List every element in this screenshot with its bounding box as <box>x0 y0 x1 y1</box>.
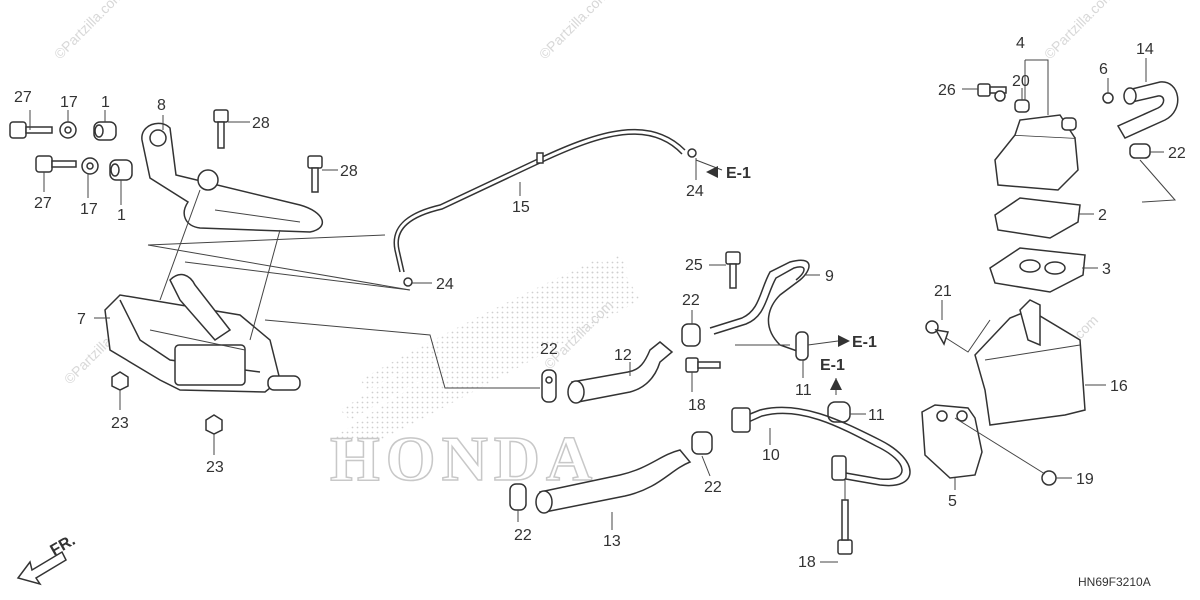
callout-20: 20 <box>1012 73 1030 90</box>
part-18-bolt-lower <box>837 499 853 555</box>
callout-17: 17 <box>60 94 78 111</box>
watermark: ©Partzilla.com <box>1041 0 1116 62</box>
callout-11: 11 <box>795 382 812 399</box>
ref-e1-middle: E-1 <box>838 334 877 351</box>
callout-12: 12 <box>614 347 632 364</box>
callout-22: 22 <box>682 292 700 309</box>
part-10-pipe <box>731 406 911 487</box>
part-11-seal-b <box>827 401 851 423</box>
callout-18: 18 <box>688 397 706 414</box>
part-5-panel <box>921 404 983 479</box>
callout-22: 22 <box>514 527 532 544</box>
part-2-filter <box>994 197 1081 239</box>
callout-1: 1 <box>117 207 126 224</box>
callout-23: 23 <box>206 459 224 476</box>
part-13-hose <box>535 449 692 514</box>
part-28-bolt-lower <box>307 155 323 193</box>
front-label: FR. <box>48 532 79 560</box>
callout-27: 27 <box>34 195 52 212</box>
part-27-bolt-upper <box>9 121 53 139</box>
watermark: ©Partzilla.com <box>51 0 126 62</box>
part-21-clip <box>925 320 949 346</box>
callout-7: 7 <box>77 311 86 328</box>
part-17-washer-lower <box>81 157 99 175</box>
part-3-seal-gasket <box>989 247 1086 293</box>
callout-18: 18 <box>798 554 816 571</box>
ref-e1-lower: E-1 <box>820 357 845 390</box>
part-16-cover <box>974 299 1086 426</box>
callout-25: 25 <box>685 257 703 274</box>
part-22-clamp-a <box>541 369 557 403</box>
callout-4: 4 <box>1016 35 1025 52</box>
ref-e1-upper: E-1 <box>706 165 751 182</box>
part-22-clamp-d <box>509 483 527 511</box>
part-28-bolt-upper <box>213 109 229 149</box>
part-26-bolt <box>977 83 1007 102</box>
callout-labels: 27 17 1 8 28 27 17 1 28 7 23 23 15 24 24… <box>14 35 1186 571</box>
part-18-bolt-middle <box>685 357 721 373</box>
part-1-grommet-lower <box>109 159 133 181</box>
callout-24: 24 <box>686 183 704 200</box>
callout-15: 15 <box>512 199 530 216</box>
part-22-clamp-b <box>681 323 701 347</box>
callout-22: 22 <box>540 341 558 358</box>
callout-26: 26 <box>938 82 956 99</box>
part-17-washer-upper <box>59 121 77 139</box>
part-1-grommet-upper <box>93 121 117 141</box>
callout-23: 23 <box>111 415 129 432</box>
callout-6: 6 <box>1099 61 1108 78</box>
watermark: ©Partzilla.com <box>536 0 611 62</box>
callout-1: 1 <box>101 94 110 111</box>
part-15-tube <box>393 128 686 273</box>
part-22-clamp-e <box>1129 143 1151 159</box>
callout-13: 13 <box>603 533 621 550</box>
callout-8: 8 <box>157 97 166 114</box>
callout-22: 22 <box>704 479 722 496</box>
honda-wing-logo: HONDA <box>329 255 640 495</box>
honda-logo-text: HONDA <box>330 423 598 494</box>
callout-24: 24 <box>436 276 454 293</box>
part-12-hose <box>567 341 674 404</box>
part-7-canister <box>104 273 301 393</box>
front-direction-arrow: FR. <box>16 532 79 586</box>
part-24-clip-upper <box>687 148 697 158</box>
part-9-pipe <box>709 251 810 353</box>
callout-27: 27 <box>14 89 32 106</box>
callout-11: 11 <box>868 407 885 424</box>
part-20-nut <box>1014 99 1030 113</box>
callout-19: 19 <box>1076 471 1094 488</box>
part-11-seal-a <box>795 331 809 361</box>
part-22-clamp-c <box>691 431 713 455</box>
callout-2: 2 <box>1098 207 1107 224</box>
callout-14: 14 <box>1136 41 1154 58</box>
callout-10: 10 <box>762 447 780 464</box>
leader-lines-left <box>29 110 540 455</box>
callout-17: 17 <box>80 201 98 218</box>
callout-21: 21 <box>934 283 952 300</box>
part-23-nut-right <box>205 414 223 435</box>
callout-9: 9 <box>825 268 834 285</box>
callout-16: 16 <box>1110 378 1128 395</box>
part-14-hose <box>1116 81 1179 139</box>
callout-3: 3 <box>1102 261 1111 278</box>
part-6-clip <box>1102 92 1114 104</box>
ref-label: E-1 <box>726 165 751 182</box>
callout-5: 5 <box>948 493 957 510</box>
part-24-clip-lower <box>403 277 413 287</box>
callout-28: 28 <box>340 163 358 180</box>
ref-label: E-1 <box>820 357 845 374</box>
callout-22: 22 <box>1168 145 1186 162</box>
part-27-bolt-lower <box>35 155 77 173</box>
leader-lines-right <box>941 58 1177 490</box>
ref-label: E-1 <box>852 334 877 351</box>
part-4-air-valve <box>994 114 1079 191</box>
callout-28: 28 <box>252 115 270 132</box>
diagram-code: HN69F3210A <box>1078 575 1151 589</box>
part-23-nut-left <box>111 371 129 391</box>
part-8-bracket <box>141 122 323 233</box>
